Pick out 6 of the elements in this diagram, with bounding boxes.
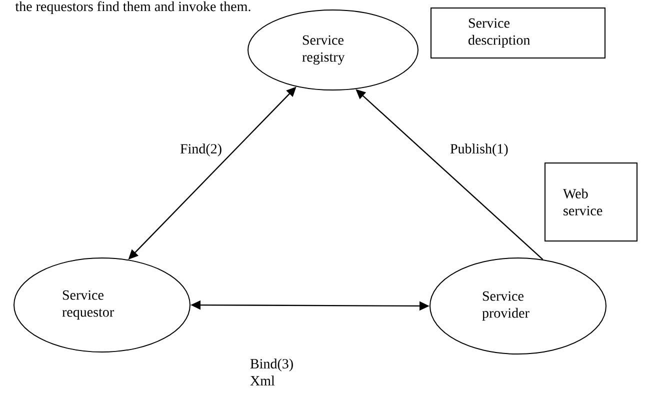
note-text: the requestors find them and invoke them. bbox=[15, 1, 250, 14]
edge-label: Bind(3) Xml bbox=[250, 358, 293, 386]
edge-label: Publish(1) bbox=[450, 144, 508, 156]
label-box: Service description bbox=[430, 8, 606, 58]
edge-label: Find(2) bbox=[180, 144, 222, 156]
label-box: Web service bbox=[544, 162, 638, 242]
